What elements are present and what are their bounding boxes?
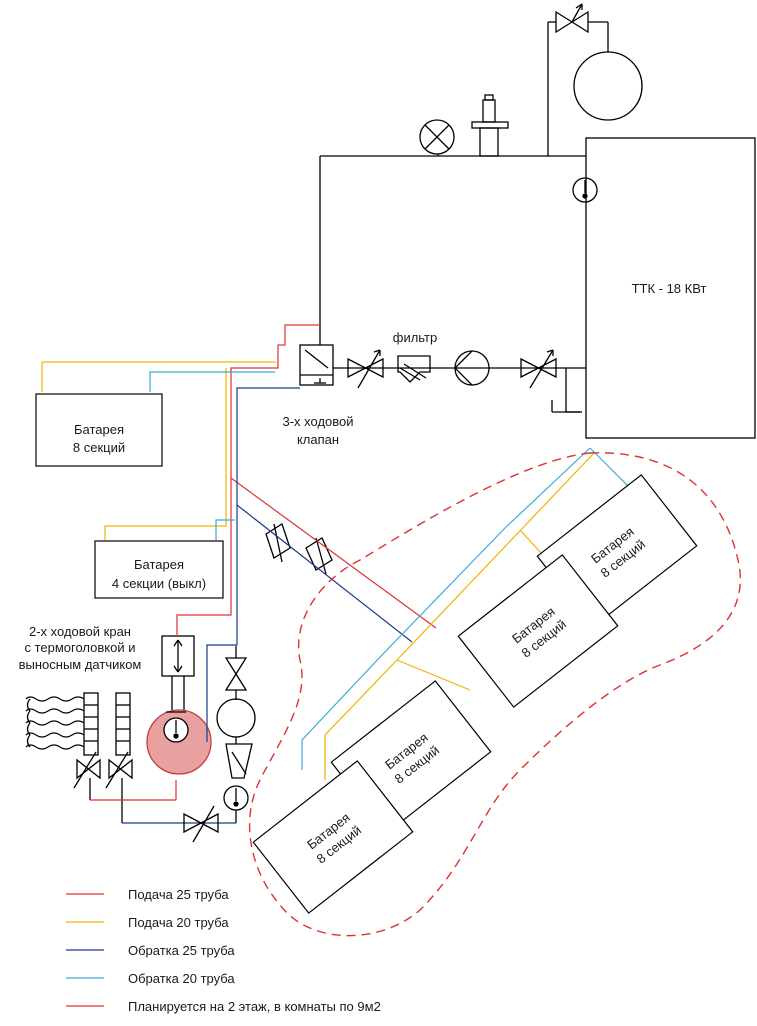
pipe-supply-red-main bbox=[176, 324, 437, 636]
two-way-valve-icon bbox=[161, 635, 195, 710]
ball-valve-2-icon bbox=[520, 349, 557, 389]
legend-label: Обратка 25 труба bbox=[128, 943, 235, 958]
legend-item-planned: Планируется на 2 этаж, в комнаты по 9м2 bbox=[66, 999, 381, 1014]
floor-collector-icon bbox=[25, 692, 133, 823]
battery-left-top bbox=[35, 393, 163, 467]
battery-zone-2 bbox=[457, 554, 619, 708]
bottom-ball-valve-icon bbox=[183, 805, 219, 843]
two-way-valve-label-2: с термоголовкой и bbox=[24, 640, 135, 655]
legend-item-return-20: Обратка 20 труба bbox=[66, 971, 235, 986]
pressure-gauge-icon bbox=[419, 119, 455, 156]
diagonal-valve-1-icon bbox=[265, 523, 291, 563]
legend-label: Подача 20 труба bbox=[128, 915, 229, 930]
ball-valve-1-icon bbox=[347, 349, 384, 389]
legend-label: Подача 25 труба bbox=[128, 887, 229, 902]
pipe-supply-yellow bbox=[41, 361, 596, 780]
three-way-valve-label-2: клапан bbox=[297, 432, 339, 447]
two-way-valve-label-1: 2-х ходовой кран bbox=[29, 624, 131, 639]
pipe-return-blue bbox=[149, 371, 683, 770]
two-way-valve-label-3: выносным датчиком bbox=[19, 657, 142, 672]
battery-left-top-label-2: 8 секций bbox=[73, 440, 125, 455]
planned-zone-outline bbox=[248, 452, 741, 937]
battery-left-mid bbox=[94, 540, 224, 599]
legend-item-supply-20: Подача 20 труба bbox=[66, 915, 229, 930]
battery-left-top-label-1: Батарея bbox=[74, 422, 124, 437]
boiler-label: ТТК - 18 КВт bbox=[632, 281, 707, 296]
drain-icon bbox=[551, 368, 582, 413]
battery-left-mid-label-2: 4 секции (выкл) bbox=[112, 576, 206, 591]
pump-icon bbox=[454, 350, 490, 386]
battery-zone-4 bbox=[252, 760, 414, 914]
expansion-tank-icon bbox=[547, 3, 643, 156]
buffer-thermometer-icon bbox=[163, 711, 189, 743]
three-way-valve-label-1: 3-х ходовой bbox=[282, 414, 353, 429]
filter-icon bbox=[397, 355, 431, 383]
safety-group-icon bbox=[471, 94, 509, 157]
legend-item-return-25: Обратка 25 труба bbox=[66, 943, 235, 958]
battery-left-mid-label-1: Батарея bbox=[134, 557, 184, 572]
three-way-valve-icon bbox=[299, 344, 334, 386]
legend-item-supply-25: Подача 25 труба bbox=[66, 887, 229, 902]
filter-label: фильтр bbox=[393, 330, 437, 345]
legend: Подача 25 труба Подача 20 труба Обратка … bbox=[66, 887, 381, 1014]
pipes-group bbox=[41, 324, 683, 800]
boiler-body bbox=[585, 137, 756, 439]
legend-label: Планируется на 2 этаж, в комнаты по 9м2 bbox=[128, 999, 381, 1014]
legend-label: Обратка 20 труба bbox=[128, 971, 235, 986]
pump-group-icon bbox=[216, 646, 256, 823]
pipe-return-navy-main bbox=[206, 387, 413, 742]
thermometer-icon bbox=[572, 177, 598, 203]
